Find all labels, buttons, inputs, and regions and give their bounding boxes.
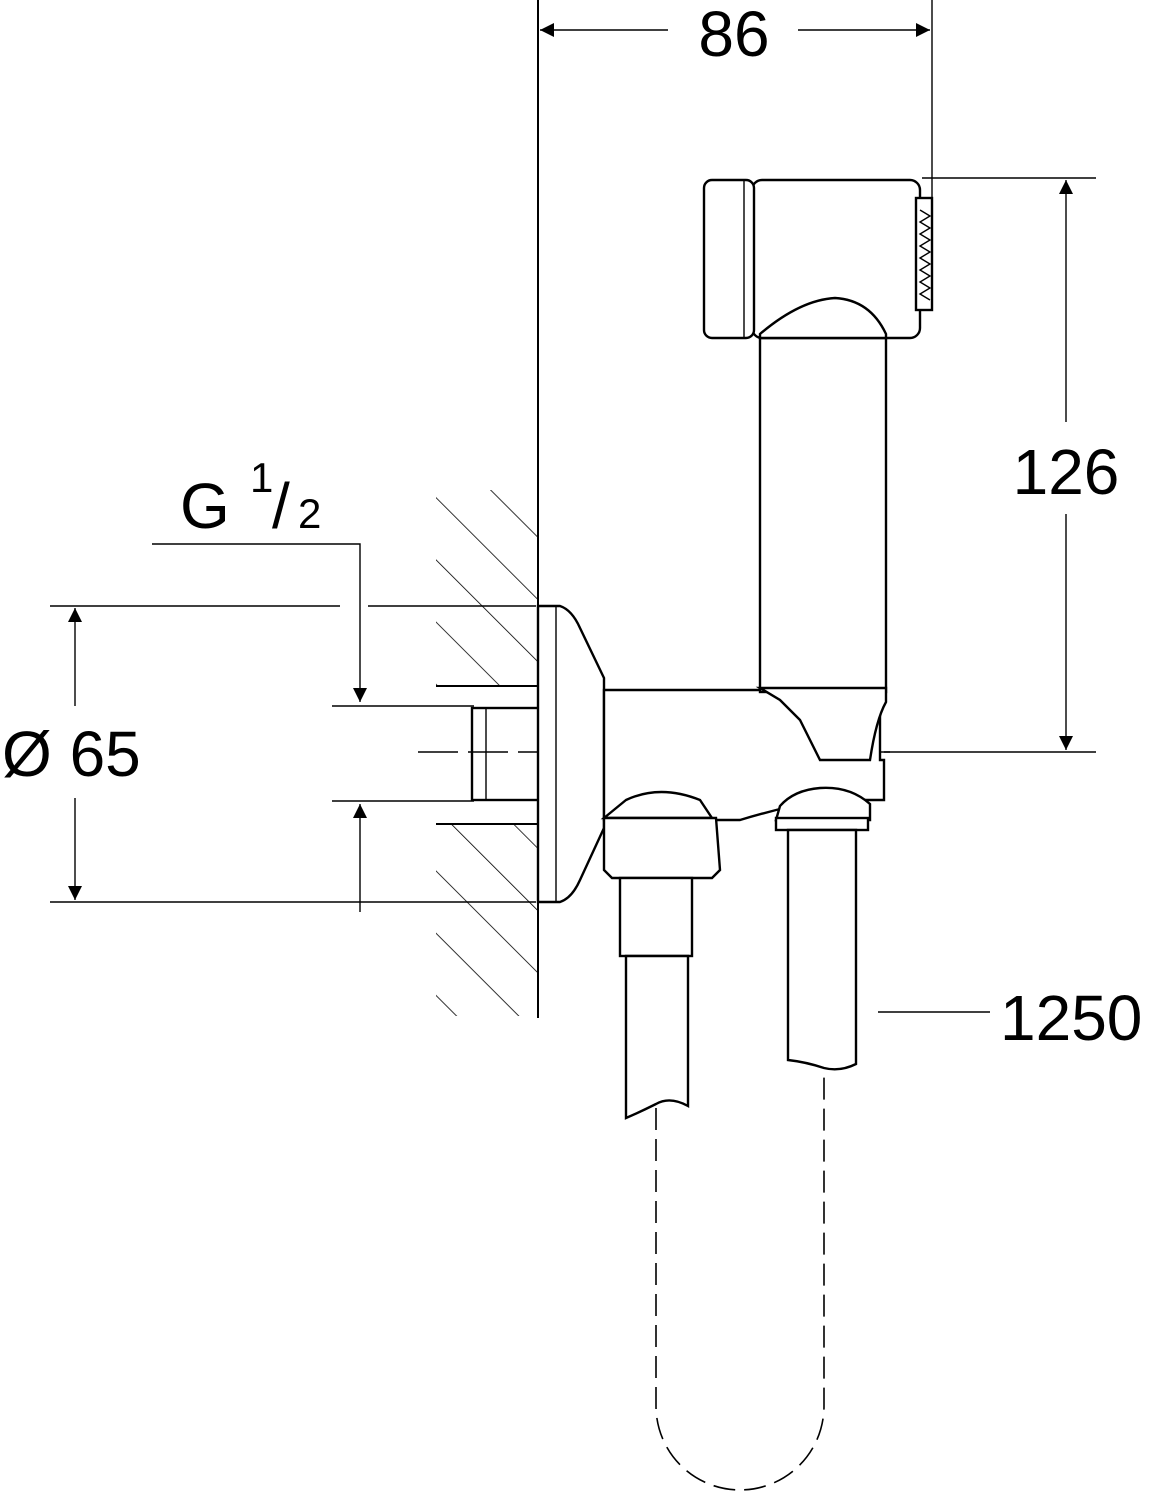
- width-dimension: 86: [540, 0, 933, 300]
- diameter-dimension: Ø 65: [2, 605, 536, 903]
- thread-label-prefix: G: [180, 470, 230, 542]
- thread-pipe: [470, 706, 544, 802]
- hand-shower: [702, 178, 934, 762]
- height-dimension: 126: [884, 177, 1120, 753]
- right-hose: [774, 786, 872, 1071]
- hose-loop: [655, 1070, 825, 1491]
- height-label: 126: [1013, 436, 1120, 508]
- wall-rosette: [536, 604, 606, 904]
- left-hose: [600, 790, 722, 1120]
- thread-label-numerator: 1: [250, 454, 273, 501]
- thread-label-denominator: 2: [298, 490, 321, 537]
- wall: [436, 0, 539, 1018]
- width-label: 86: [698, 0, 769, 70]
- thread-dimension: G 1 / 2: [152, 454, 474, 912]
- diameter-label: Ø 65: [2, 718, 141, 790]
- thread-label-slash: /: [272, 470, 290, 542]
- hose-length-label: 1250: [1000, 982, 1142, 1054]
- hose-length-dimension: 1250: [878, 982, 1142, 1054]
